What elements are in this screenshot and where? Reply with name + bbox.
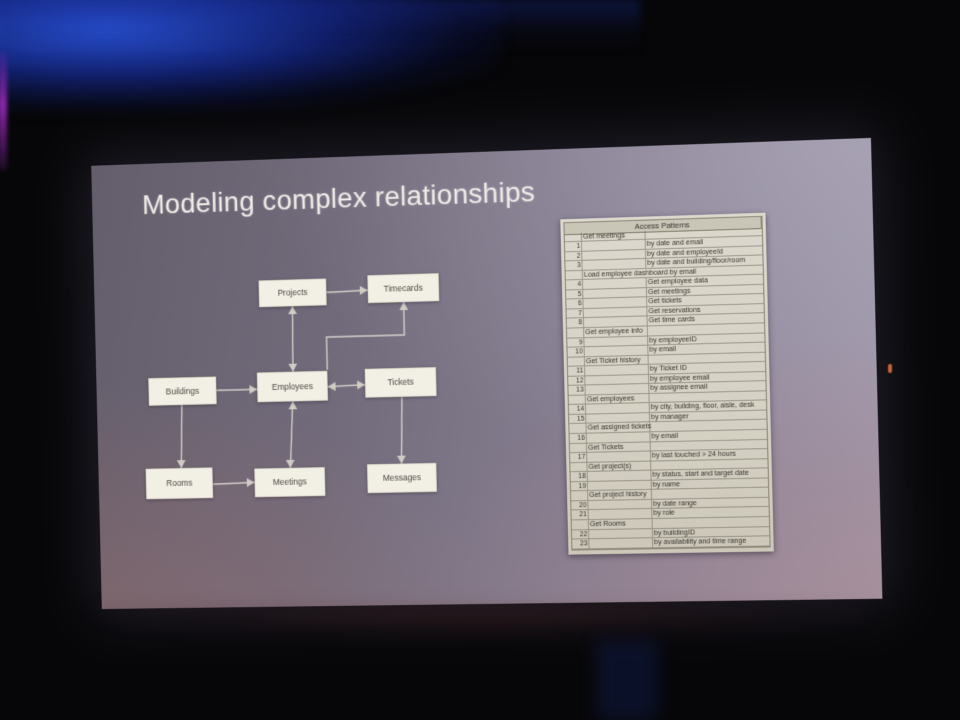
- indicator-light: [888, 364, 892, 373]
- entity-employees: [257, 371, 328, 402]
- crowsfoot-employees-tickets: [327, 382, 336, 392]
- crowsfoot-projects-timecards: [359, 285, 368, 295]
- entity-label-employees: Employees: [272, 381, 313, 392]
- ceiling-blue-glow: [0, 0, 640, 55]
- connector-employees-meetings: [289, 401, 295, 467]
- stage-light-blue: [0, 0, 500, 110]
- entity-tickets: [365, 367, 437, 398]
- crowsfoot-projects-employees: [287, 306, 297, 315]
- screen-floor-reflection: [90, 606, 870, 640]
- connector-buildings-rooms: [180, 405, 183, 468]
- crowsfoot-employees-meetings: [288, 401, 298, 410]
- entity-timecards: [367, 273, 439, 303]
- entity-rooms: [146, 467, 214, 499]
- slide-title: Modeling complex relationships: [141, 176, 536, 221]
- entity-meetings: [254, 467, 325, 497]
- crowsfoot-employees-meetings: [285, 459, 295, 468]
- crowsfoot-rooms-meetings: [246, 477, 255, 488]
- crowsfoot-buildings-employees: [249, 384, 258, 395]
- entity-label-timecards: Timecards: [384, 283, 423, 294]
- entity-label-rooms: Rooms: [166, 478, 192, 488]
- stage-light-magenta: [0, 52, 7, 170]
- entity-label-meetings: Meetings: [273, 477, 307, 488]
- entity-label-projects: Projects: [277, 287, 307, 298]
- entity-projects: [259, 279, 327, 308]
- podium-blue-glow: [596, 640, 658, 720]
- crowsfoot-buildings-rooms: [176, 460, 186, 469]
- entity-messages: [367, 463, 437, 493]
- connector-projects-employees: [291, 306, 294, 371]
- crowsfoot-employees-tickets: [357, 380, 366, 390]
- entity-label-messages: Messages: [383, 473, 422, 484]
- crowsfoot-timecards-employees: [399, 301, 409, 311]
- entity-label-buildings: Buildings: [166, 386, 200, 397]
- crowsfoot-projects-employees: [288, 363, 298, 372]
- connector-tickets-messages: [400, 397, 404, 464]
- entity-label-tickets: Tickets: [387, 377, 414, 388]
- connector-timecards-employees: [326, 302, 405, 370]
- crowsfoot-tickets-messages: [396, 455, 407, 464]
- entity-buildings: [148, 377, 216, 406]
